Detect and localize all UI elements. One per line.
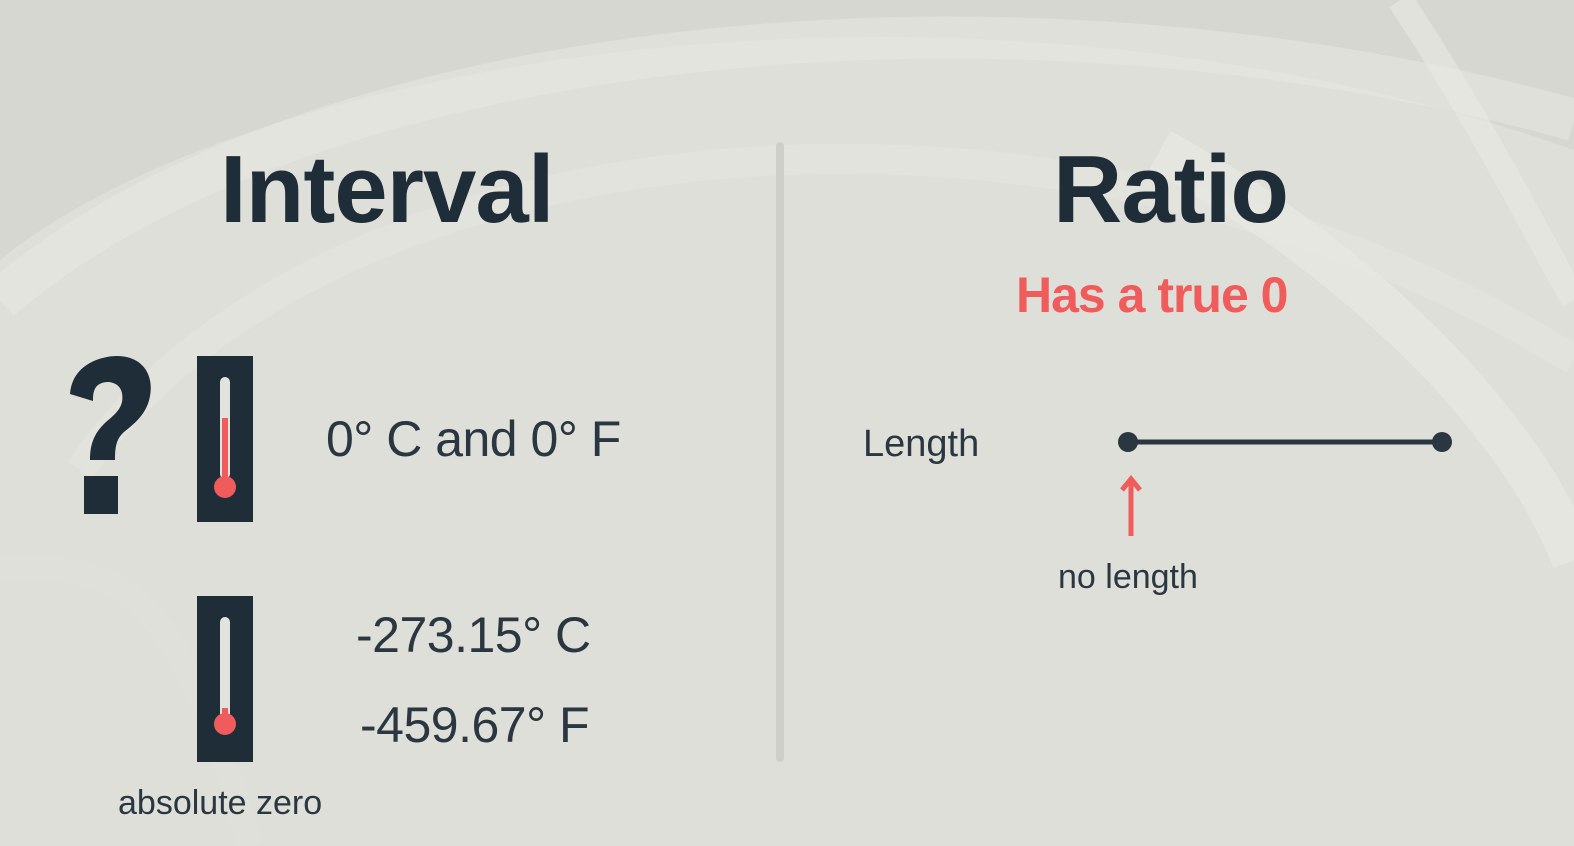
true-zero-subtitle: Has a true 0	[1016, 267, 1288, 323]
no-length-label: no length	[1058, 558, 1198, 596]
absolute-zero-fahrenheit: -459.67° F	[360, 697, 590, 753]
line-segment-icon	[1118, 432, 1452, 452]
absolute-zero-celsius: -273.15° C	[356, 607, 591, 663]
column-divider	[776, 142, 784, 762]
thermometer-icon	[197, 596, 253, 762]
length-label: Length	[863, 423, 980, 465]
absolute-zero-label: absolute zero	[118, 784, 323, 822]
interval-title: Interval	[220, 136, 554, 243]
ratio-title: Ratio	[1053, 136, 1289, 243]
up-arrow-icon	[1120, 475, 1142, 536]
question-mark-icon	[70, 356, 151, 514]
thermometer-icon	[197, 356, 253, 522]
zero-temps-text: 0° C and 0° F	[326, 411, 621, 467]
